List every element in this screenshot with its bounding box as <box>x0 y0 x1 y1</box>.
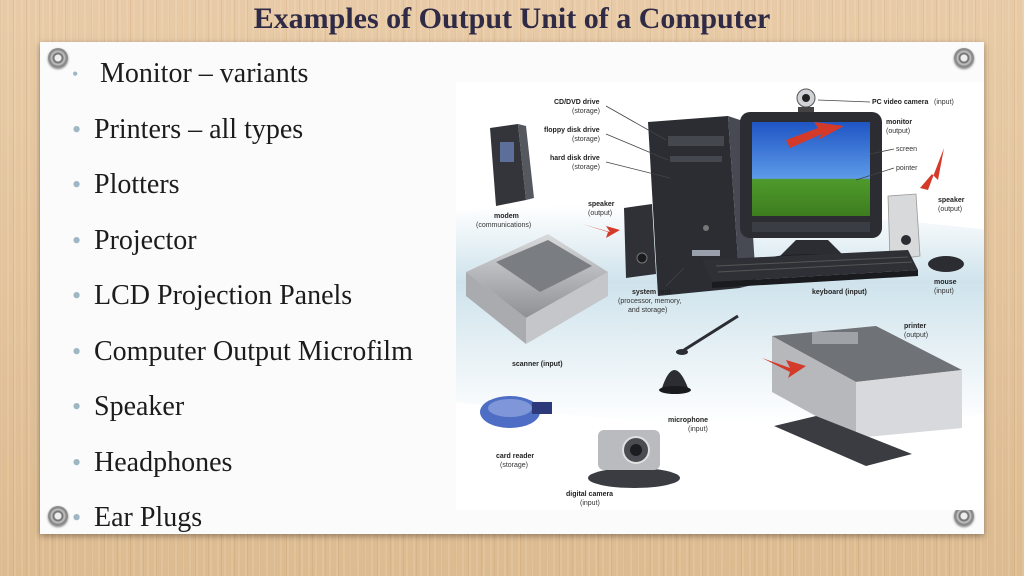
label-microphone-type: (input) <box>688 426 708 433</box>
arrow-icon <box>582 224 620 238</box>
pin-icon <box>48 506 68 526</box>
label-mouse: mouse <box>934 279 957 286</box>
bullet-text: Speaker <box>94 391 185 422</box>
bullet-text: Monitor – variants <box>100 58 309 89</box>
label-scanner: scanner (input) <box>512 361 563 368</box>
leader-line <box>869 148 895 155</box>
label-floppy: floppy disk drive <box>544 127 600 134</box>
list-item: • Computer Output Microfilm <box>68 330 413 386</box>
leader-line <box>665 267 685 287</box>
label-pointer: pointer <box>896 165 918 172</box>
label-hard-disk: hard disk drive <box>550 155 600 162</box>
left-speaker-device <box>624 204 656 278</box>
label-digital-camera: digital camera <box>566 491 613 498</box>
scanner-device <box>466 234 608 344</box>
label-speaker-right-type: (output) <box>938 206 962 213</box>
label-mouse-type: (input) <box>934 288 954 295</box>
pin-icon <box>954 48 974 68</box>
label-floppy-type: (storage) <box>572 136 600 143</box>
slide-paper: • Monitor – variants • Printers – all type… <box>40 42 984 534</box>
list-item: • Projector <box>68 219 413 275</box>
bullet-list: • Monitor – variants • Printers – all type… <box>68 52 413 534</box>
leader-line <box>817 99 871 103</box>
bullet-text: Printers – all types <box>94 113 304 145</box>
list-item: • Printers – all types <box>68 108 413 164</box>
bullet-icon: • <box>72 225 82 255</box>
list-item: • Ear Plugs <box>68 496 413 534</box>
label-modem: modem <box>494 213 519 220</box>
list-item: • LCD Projection Panels <box>68 274 413 330</box>
bullet-icon: • <box>72 336 82 366</box>
leader-line <box>605 105 667 141</box>
computer-system-figure: modem (communications) CD/DVD drive (sto… <box>456 82 984 510</box>
list-item: • Monitor – variants <box>68 52 413 108</box>
keyboard-device <box>702 250 918 288</box>
label-system-unit-line1: (processor, memory, <box>618 298 681 305</box>
label-card-reader-type: (storage) <box>500 462 528 469</box>
bullet-text: LCD Projection Panels <box>94 280 353 311</box>
leader-line <box>605 133 669 161</box>
pin-icon <box>954 506 974 526</box>
arrow-icon <box>920 148 944 190</box>
leader-line <box>855 167 895 181</box>
label-monitor: monitor <box>886 119 912 126</box>
card-reader-device <box>480 396 552 428</box>
list-item: • Speaker <box>68 385 413 441</box>
bullet-icon: • <box>72 64 79 84</box>
label-cd-dvd: CD/DVD drive <box>554 99 600 106</box>
label-camera: PC video camera <box>872 99 929 106</box>
bullet-text: Computer Output Microfilm <box>94 335 413 367</box>
bullet-icon: • <box>72 447 82 477</box>
label-digital-camera-type: (input) <box>580 500 600 507</box>
bullet-icon: • <box>72 114 82 144</box>
label-card-reader: card reader <box>496 453 534 460</box>
label-camera-type: (input) <box>934 99 954 106</box>
label-screen: screen <box>896 146 917 153</box>
label-speaker-right: speaker <box>938 197 965 204</box>
label-hard-disk-type: (storage) <box>572 164 600 171</box>
label-monitor-type: (output) <box>886 128 910 135</box>
list-item: • Headphones <box>68 441 413 497</box>
microphone-device <box>659 314 739 394</box>
label-printer-type: (output) <box>904 332 928 339</box>
video-camera-device <box>796 88 816 112</box>
slide-title: Examples of Output Unit of a Computer <box>253 2 771 35</box>
label-microphone: microphone <box>668 417 708 424</box>
pin-icon <box>48 48 68 68</box>
right-speaker-device <box>887 193 921 261</box>
arrow-icon <box>786 122 844 148</box>
bullet-text: Ear Plugs <box>94 502 203 533</box>
figure-illustration: modem (communications) CD/DVD drive (sto… <box>456 88 984 507</box>
label-modem-type: (communications) <box>476 222 531 229</box>
label-system-unit-line2: and storage) <box>628 307 667 314</box>
list-item: • Plotters <box>68 163 413 219</box>
leader-line <box>605 161 671 179</box>
mouse-device <box>928 256 964 272</box>
bullet-text: Plotters <box>94 169 180 200</box>
digital-camera-device <box>588 430 680 488</box>
bullet-icon: • <box>72 392 82 421</box>
bullet-text: Projector <box>94 224 197 256</box>
label-cd-dvd-type: (storage) <box>572 108 600 115</box>
label-keyboard: keyboard (input) <box>812 289 867 296</box>
bullet-icon: • <box>72 281 82 310</box>
label-printer: printer <box>904 323 926 330</box>
printer-device <box>772 326 962 466</box>
arrow-icon <box>762 358 806 378</box>
label-speaker-left-type: (output) <box>588 210 612 217</box>
bullet-icon: • <box>72 170 82 199</box>
label-system-unit: system unit <box>632 289 672 296</box>
modem-device <box>490 124 534 206</box>
bullet-text: Headphones <box>94 446 233 478</box>
bullet-icon: • <box>72 503 82 532</box>
label-speaker-left: speaker <box>588 201 615 208</box>
